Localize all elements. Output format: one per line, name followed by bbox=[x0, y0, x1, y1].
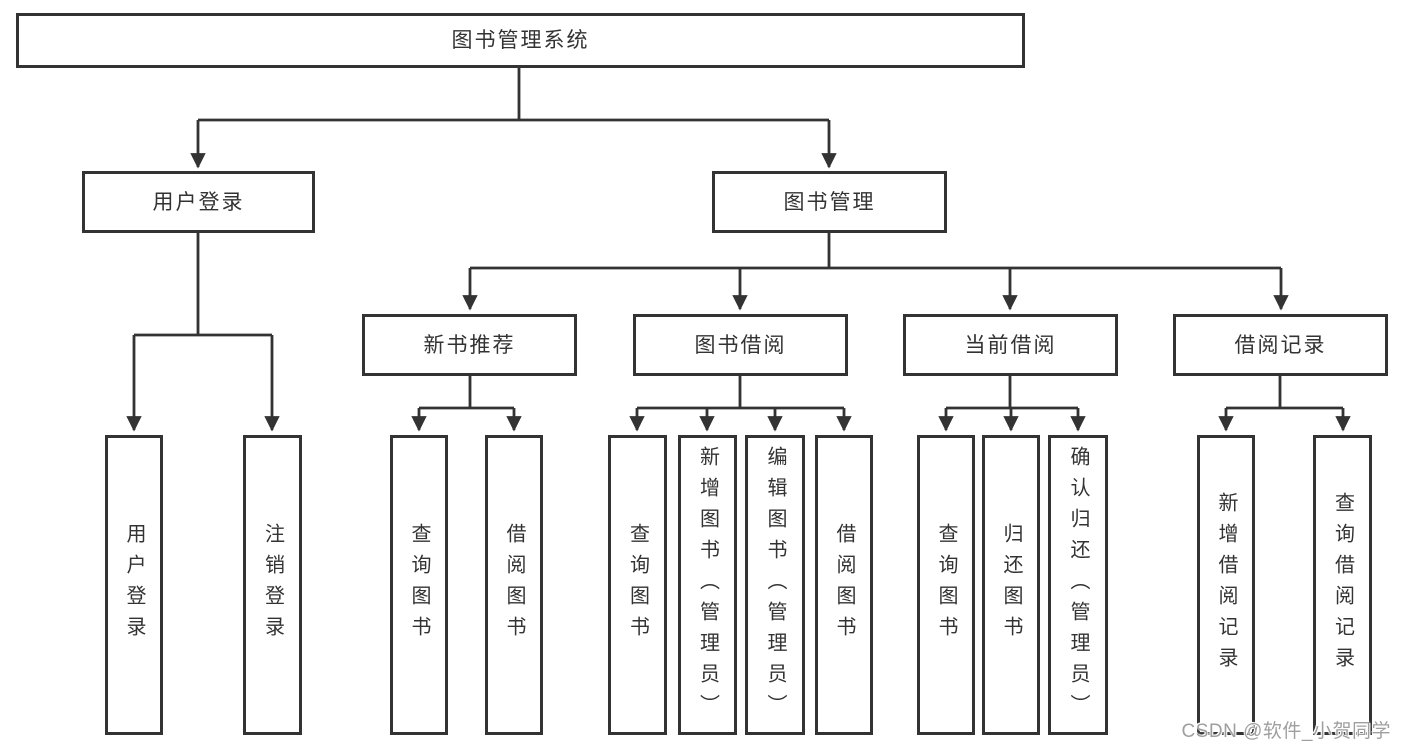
leaf-add-book: 新增图书（管理员） bbox=[678, 435, 737, 735]
leaf-return-book: 归还图书 bbox=[982, 435, 1040, 735]
leaf-query-book-1-label: 查询图书 bbox=[408, 523, 430, 647]
node-user-login: 用户登录 bbox=[82, 171, 315, 233]
leaf-query-book-2: 查询图书 bbox=[608, 435, 667, 735]
node-book-mgmt-label: 图书管理 bbox=[783, 190, 876, 214]
csdn-watermark: CSDN @软件_小贺同学 bbox=[1181, 721, 1391, 742]
leaf-query-book-1: 查询图书 bbox=[390, 435, 448, 735]
leaf-query-book-3-label: 查询图书 bbox=[935, 523, 957, 647]
leaf-query-book-3: 查询图书 bbox=[917, 435, 975, 735]
connector-current-borrow-trunk bbox=[946, 376, 1078, 410]
connector-new-book-rec-trunk bbox=[419, 376, 514, 410]
node-root: 图书管理系统 bbox=[16, 13, 1025, 68]
node-current-borrow-label: 当前借阅 bbox=[964, 333, 1057, 357]
leaf-borrow-book-2: 借阅图书 bbox=[815, 435, 873, 735]
leaf-logout-label: 注销登录 bbox=[261, 523, 284, 647]
leaf-query-book-2-label: 查询图书 bbox=[626, 523, 649, 647]
connector-book-mgmt-trunk bbox=[470, 233, 1281, 270]
leaf-confirm-return-label: 确认归还（管理员） bbox=[1067, 445, 1089, 725]
leaf-query-borrow-record-label: 查询借阅记录 bbox=[1331, 492, 1354, 678]
leaf-user-login-label: 用户登录 bbox=[123, 523, 145, 647]
node-borrow-records: 借阅记录 bbox=[1173, 314, 1388, 376]
leaf-logout: 注销登录 bbox=[243, 435, 302, 735]
connector-book-borrow-trunk bbox=[637, 376, 844, 410]
leaf-add-borrow-record: 新增借阅记录 bbox=[1197, 435, 1255, 735]
node-borrow-records-label: 借阅记录 bbox=[1234, 333, 1327, 357]
node-root-label: 图书管理系统 bbox=[451, 29, 590, 52]
leaf-confirm-return: 确认归还（管理员） bbox=[1048, 435, 1108, 735]
leaf-add-borrow-record-label: 新增借阅记录 bbox=[1215, 492, 1237, 678]
leaf-add-book-label: 新增图书（管理员） bbox=[696, 445, 719, 725]
node-book-borrow-label: 图书借阅 bbox=[694, 333, 787, 357]
leaf-edit-book-label: 编辑图书（管理员） bbox=[764, 445, 786, 725]
leaf-return-book-label: 归还图书 bbox=[1000, 523, 1022, 647]
node-user-login-label: 用户登录 bbox=[152, 190, 245, 214]
connector-borrow-records-trunk bbox=[1226, 376, 1343, 410]
leaf-edit-book: 编辑图书（管理员） bbox=[745, 435, 805, 735]
node-new-book-rec-label: 新书推荐 bbox=[423, 333, 516, 357]
leaf-query-borrow-record: 查询借阅记录 bbox=[1313, 435, 1372, 735]
node-book-borrow: 图书借阅 bbox=[633, 314, 848, 376]
node-new-book-rec: 新书推荐 bbox=[362, 314, 577, 376]
leaf-user-login: 用户登录 bbox=[105, 435, 163, 735]
leaf-borrow-book-2-label: 借阅图书 bbox=[833, 523, 855, 647]
node-book-mgmt: 图书管理 bbox=[712, 171, 947, 233]
connector-root-trunk bbox=[198, 68, 829, 122]
connector-user-login-trunk bbox=[134, 233, 272, 337]
leaf-borrow-book-1-label: 借阅图书 bbox=[503, 523, 525, 647]
node-current-borrow: 当前借阅 bbox=[903, 314, 1118, 376]
leaf-borrow-book-1: 借阅图书 bbox=[485, 435, 543, 735]
